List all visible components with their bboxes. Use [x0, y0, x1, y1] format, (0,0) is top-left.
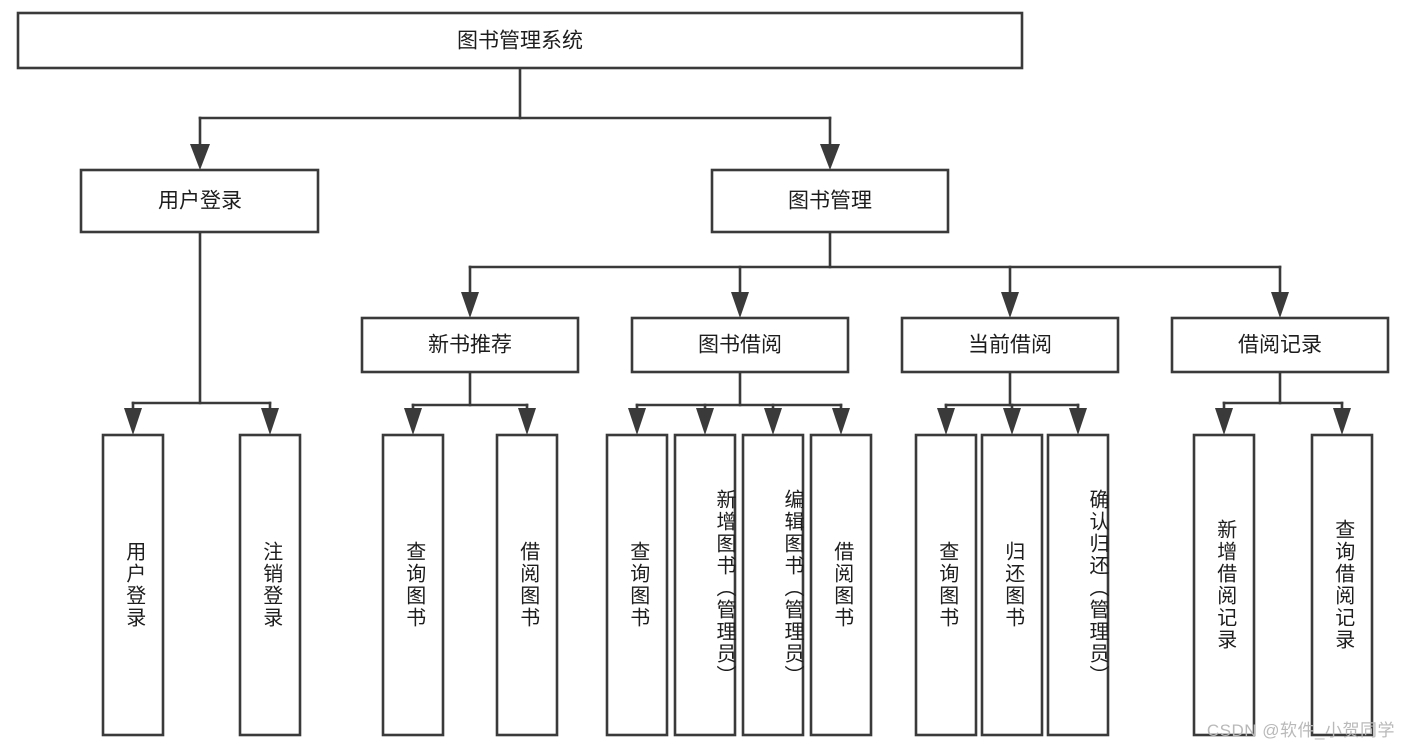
- node-borrow-record-label: 借阅记录: [1238, 334, 1322, 357]
- node-book-borrow-box[interactable]: [630, 316, 850, 374]
- arrow-head-leaf-query-book-3: [937, 408, 955, 435]
- leaf-query-book-1-box[interactable]: [381, 433, 445, 737]
- leaf-boxes-group: [101, 433, 1374, 737]
- node-user-login[interactable]: 用户登录: [79, 168, 320, 234]
- arrow-head-borrow-record: [1271, 292, 1289, 318]
- node-user-login-label: 用户登录: [158, 190, 242, 213]
- arrow-head-leaf-return-book: [1003, 408, 1021, 435]
- arrow-head-leaf-add-record: [1215, 408, 1233, 435]
- leaf-add-book-box[interactable]: [673, 433, 737, 737]
- arrow-head-leaf-add-book: [696, 408, 714, 435]
- node-book-manage-label: 图书管理: [788, 190, 872, 213]
- node-book-borrow[interactable]: 图书借阅: [630, 316, 850, 374]
- leaf-borrow-book-1-box[interactable]: [495, 433, 559, 737]
- leaf-logout-login-box[interactable]: [238, 433, 302, 737]
- connector-group-book-manage: [461, 230, 1289, 318]
- connector-group-root: [190, 66, 840, 170]
- connector-group-user-login: [124, 230, 279, 435]
- node-root-label: 图书管理系统: [457, 30, 583, 53]
- leaf-add-record-box[interactable]: [1192, 433, 1256, 737]
- arrow-head-leaf-query-book-2: [628, 408, 646, 435]
- node-book-manage-box[interactable]: [710, 168, 950, 234]
- arrow-head-leaf-borrow-book-2: [832, 408, 850, 435]
- arrow-head-new-book-recommend: [461, 292, 479, 318]
- arrow-head-leaf-user-login: [124, 408, 142, 435]
- connector-group-book-borrow: [628, 370, 850, 435]
- leaf-user-login-box[interactable]: [101, 433, 165, 737]
- leaf-edit-book-box[interactable]: [741, 433, 805, 737]
- arrow-head-leaf-query-book-1: [404, 408, 422, 435]
- arrow-head-book-manage: [820, 144, 840, 170]
- node-user-login-box[interactable]: [79, 168, 320, 234]
- node-borrow-record-box[interactable]: [1170, 316, 1390, 374]
- node-book-manage[interactable]: 图书管理: [710, 168, 950, 234]
- connector-group-borrow-record: [1215, 370, 1351, 435]
- arrow-head-leaf-query-record: [1333, 408, 1351, 435]
- arrow-head-leaf-logout-login: [261, 408, 279, 435]
- arrow-head-book-borrow: [731, 292, 749, 318]
- arrow-head-user-login: [190, 144, 210, 170]
- node-new-book-recommend-label: 新书推荐: [428, 334, 512, 357]
- leaf-borrow-book-2-box[interactable]: [809, 433, 873, 737]
- leaf-return-book-box[interactable]: [980, 433, 1044, 737]
- node-new-book-recommend-box[interactable]: [360, 316, 580, 374]
- node-current-borrow-box[interactable]: [900, 316, 1120, 374]
- leaf-query-record-box[interactable]: [1310, 433, 1374, 737]
- node-current-borrow-label: 当前借阅: [968, 334, 1052, 357]
- arrow-head-leaf-edit-book: [764, 408, 782, 435]
- connector-group-new-book-recommend: [404, 370, 536, 435]
- leaf-query-book-3-box[interactable]: [914, 433, 978, 737]
- node-root-box[interactable]: [16, 11, 1024, 70]
- arrow-head-leaf-confirm-return: [1069, 408, 1087, 435]
- connector-group-current-borrow: [937, 370, 1087, 435]
- node-current-borrow[interactable]: 当前借阅: [900, 316, 1120, 374]
- leaf-query-book-2-box[interactable]: [605, 433, 669, 737]
- arrow-head-current-borrow: [1001, 292, 1019, 318]
- node-book-borrow-label: 图书借阅: [698, 334, 782, 357]
- node-borrow-record[interactable]: 借阅记录: [1170, 316, 1390, 374]
- node-root[interactable]: 图书管理系统: [16, 11, 1024, 70]
- leaf-confirm-return-box[interactable]: [1046, 433, 1110, 737]
- arrow-head-leaf-borrow-book-1: [518, 408, 536, 435]
- watermark-text: CSDN @软件_小贺同学: [1206, 721, 1395, 740]
- node-new-book-recommend[interactable]: 新书推荐: [360, 316, 580, 374]
